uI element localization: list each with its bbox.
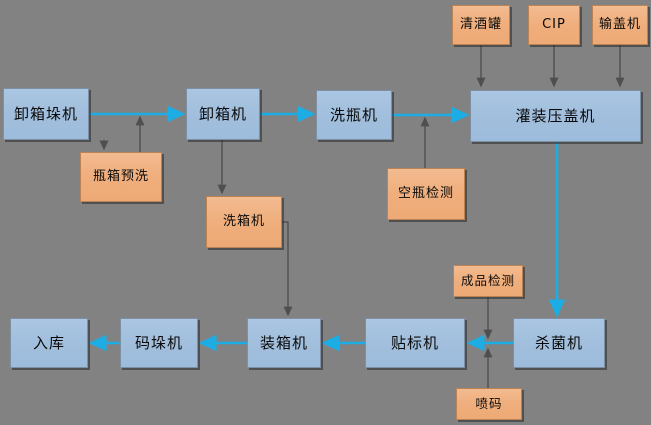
node-uncaser[interactable]: 卸箱机 bbox=[186, 88, 260, 140]
node-inkjet-coder[interactable]: 喷码 bbox=[456, 388, 522, 420]
node-cip[interactable]: CIP bbox=[528, 5, 580, 45]
node-warehouse[interactable]: 入库 bbox=[10, 318, 88, 368]
node-filler-capper[interactable]: 灌装压盖机 bbox=[470, 90, 641, 142]
node-palletizer[interactable]: 码垛机 bbox=[120, 318, 198, 368]
node-bottle-washer[interactable]: 洗瓶机 bbox=[316, 90, 392, 140]
node-finished-product-inspection[interactable]: 成品检测 bbox=[453, 265, 523, 297]
node-case-packer[interactable]: 装箱机 bbox=[247, 318, 321, 368]
edge-boxwasher-to-casepacker bbox=[282, 221, 293, 317]
node-depalletizer[interactable]: 卸箱垛机 bbox=[3, 88, 89, 140]
node-bottle-box-prewash[interactable]: 瓶箱预洗 bbox=[80, 152, 162, 202]
node-cap-feeder[interactable]: 输盖机 bbox=[592, 5, 648, 45]
node-box-washer[interactable]: 洗箱机 bbox=[206, 196, 282, 248]
node-bright-beer-tank[interactable]: 清酒罐 bbox=[452, 5, 510, 45]
node-pasteurizer[interactable]: 杀菌机 bbox=[513, 318, 605, 368]
node-labeler[interactable]: 贴标机 bbox=[365, 318, 465, 368]
node-empty-bottle-inspection[interactable]: 空瓶检测 bbox=[387, 168, 465, 220]
